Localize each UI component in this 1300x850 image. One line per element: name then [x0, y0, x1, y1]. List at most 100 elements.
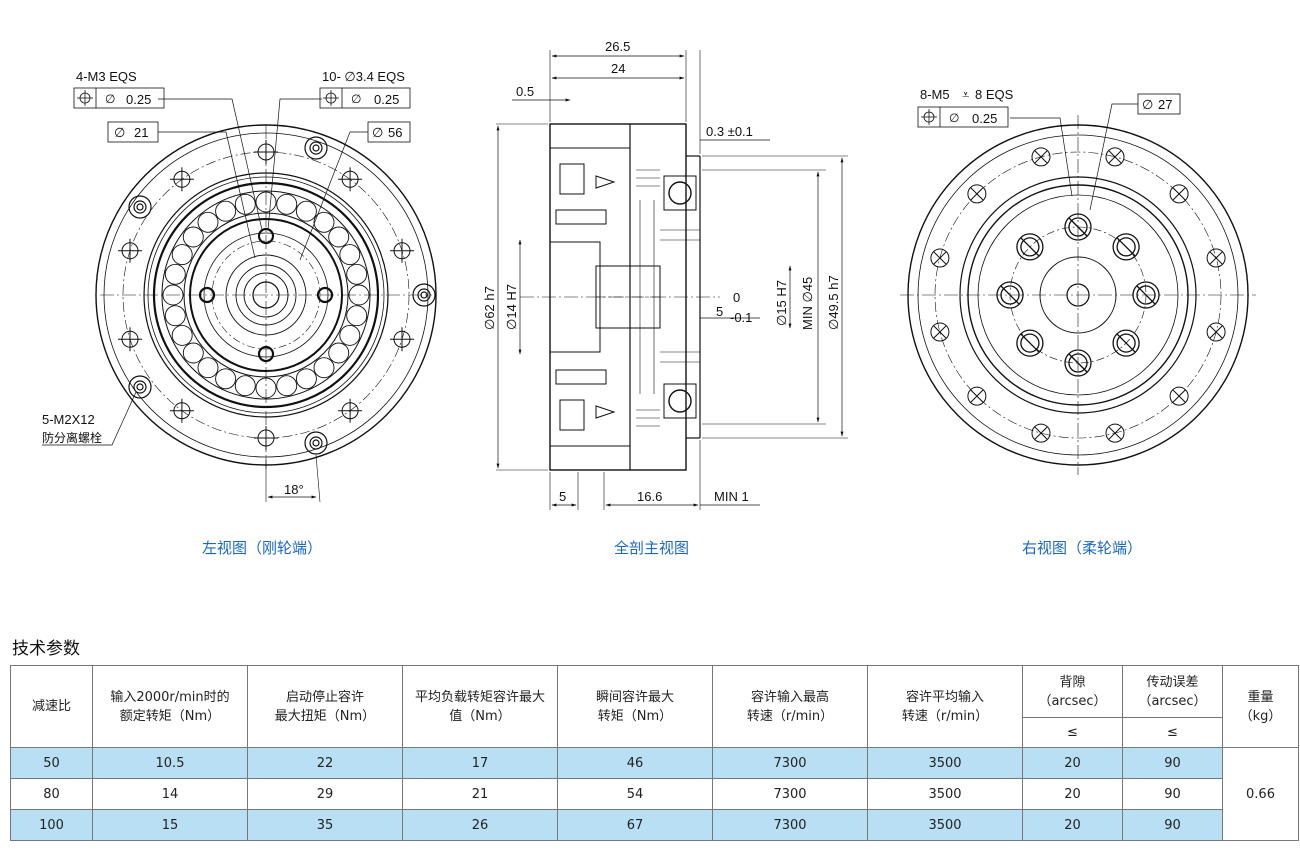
- technical-drawings: 4-M3 EQS ∅ 0.25 10- ∅3.4 EQS ∅ 0.25 ∅ 21…: [42, 39, 1256, 510]
- bearing-roller: [276, 193, 298, 215]
- bearing-roller: [215, 200, 237, 222]
- left-pcd-inner: 21: [134, 125, 148, 140]
- header-trans-err-le: ≤: [1122, 717, 1223, 748]
- svg-text:∅: ∅: [114, 125, 125, 140]
- table-cell: 67: [557, 809, 713, 841]
- right-thread-tol: 0.25: [972, 111, 997, 126]
- front-bore-15: ∅15 H7: [774, 280, 789, 326]
- front-depth-lower: -0.1: [730, 310, 752, 325]
- front-bore-14: ∅14 H7: [504, 284, 519, 330]
- spec-table: 减速比 输入2000r/min时的额定转矩（Nm） 启动停止容许最大扭矩（Nm）…: [10, 665, 1299, 841]
- table-cell: 90: [1122, 778, 1223, 810]
- front-depth-upper: 0: [733, 290, 740, 305]
- bolt-hole: [1169, 184, 1189, 204]
- front-view-caption: 全剖主视图: [614, 539, 690, 557]
- front-dia-495: ∅49.5 h7: [826, 275, 841, 330]
- table-cell: 50: [10, 747, 93, 779]
- bolt-hole: [1105, 147, 1125, 167]
- front-depth-main: 5: [716, 304, 723, 319]
- bolt-hole: [1206, 322, 1226, 342]
- bearing-roller: [234, 375, 256, 397]
- front-total-length: 26.5: [605, 39, 630, 54]
- bearing-roller: [313, 357, 335, 379]
- bearing-roller: [339, 324, 361, 346]
- left-pcd-outer: 56: [388, 125, 402, 140]
- header-rated-torque: 输入2000r/min时的额定转矩（Nm）: [92, 665, 248, 748]
- left-screw-desc: 防分离螺栓: [42, 430, 102, 445]
- svg-text:∅: ∅: [372, 125, 383, 140]
- header-max-speed: 容许输入最高转速（r/min）: [712, 665, 868, 748]
- table-cell: 7300: [712, 809, 868, 841]
- threaded-hole: [1112, 233, 1140, 261]
- table-cell: 54: [557, 778, 713, 810]
- left-view: [42, 87, 437, 503]
- svg-text:∅: ∅: [1142, 97, 1153, 112]
- section-title: 技术参数: [12, 639, 80, 659]
- header-avg-load: 平均负载转矩容许最大值（Nm）: [402, 665, 558, 748]
- bearing-roller: [346, 305, 368, 327]
- table-cell: 21: [402, 778, 558, 810]
- bearing-roller: [171, 244, 193, 266]
- table-cell: 29: [247, 778, 403, 810]
- bolt-hole: [1031, 423, 1051, 443]
- front-outer-dia: ∅62 h7: [482, 286, 497, 330]
- table-cell: 3500: [867, 778, 1023, 810]
- bearing-roller: [295, 200, 317, 222]
- bearing-roller: [339, 244, 361, 266]
- threaded-hole: [1064, 213, 1092, 241]
- right-view: [900, 93, 1256, 475]
- table-cell: 3500: [867, 747, 1023, 779]
- table-cell: 7300: [712, 747, 868, 779]
- bearing-roller: [276, 375, 298, 397]
- bearing-roller: [328, 342, 350, 364]
- bolt-hole: [1169, 386, 1189, 406]
- bearing-roller: [197, 211, 219, 233]
- header-avg-speed: 容许平均输入转速（r/min）: [867, 665, 1023, 748]
- bearing-roller: [182, 342, 204, 364]
- table-cell: 20: [1022, 809, 1123, 841]
- left-thru-callout: 10- ∅3.4 EQS: [322, 69, 405, 84]
- bolt-hole: [930, 248, 950, 268]
- table-cell: 26: [402, 809, 558, 841]
- table-cell: 15: [92, 809, 248, 841]
- weight-cell: 0.66: [1222, 747, 1299, 841]
- left-thread-callout: 4-M3 EQS: [76, 69, 137, 84]
- svg-text:∅: ∅: [351, 92, 361, 106]
- left-thru-tol: 0.25: [374, 92, 399, 107]
- bearing-roller: [162, 284, 184, 306]
- right-depth-callout: 8 EQS: [975, 87, 1014, 102]
- table-cell: 7300: [712, 778, 868, 810]
- header-start-stop: 启动停止容许最大扭矩（Nm）: [247, 665, 403, 748]
- header-trans-err: 传动误差（arcsec）: [1122, 665, 1223, 718]
- header-backlash: 背隙（arcsec）: [1022, 665, 1123, 718]
- bolt-hole: [1206, 248, 1226, 268]
- left-thread-tol: 0.25: [126, 92, 151, 107]
- table-cell: 80: [10, 778, 93, 810]
- right-pcd: 27: [1158, 97, 1172, 112]
- bearing-roller: [234, 193, 256, 215]
- header-momentary: 瞬间容许最大转矩（Nm）: [557, 665, 713, 748]
- bolt-hole: [930, 322, 950, 342]
- bearing-roller: [182, 226, 204, 248]
- front-min-45: MIN ∅45: [800, 277, 815, 330]
- table-cell: 3500: [867, 809, 1023, 841]
- bearing-roller: [255, 191, 277, 213]
- bearing-roller: [295, 368, 317, 390]
- front-offset: 0.5: [516, 84, 534, 99]
- threaded-hole: [1016, 329, 1044, 357]
- right-thread-callout: 8-M5: [920, 87, 950, 102]
- threaded-hole: [1112, 329, 1140, 357]
- front-min-1: MIN 1: [714, 489, 749, 504]
- table-cell: 100: [10, 809, 93, 841]
- table-cell: 14: [92, 778, 248, 810]
- bolt-hole: [1105, 423, 1125, 443]
- bolt-hole: [967, 184, 987, 204]
- bolt-hole: [1031, 147, 1051, 167]
- threaded-hole: [1016, 233, 1044, 261]
- svg-text:⩡: ⩡: [962, 87, 969, 102]
- threaded-hole: [996, 281, 1024, 309]
- bearing-roller: [255, 377, 277, 399]
